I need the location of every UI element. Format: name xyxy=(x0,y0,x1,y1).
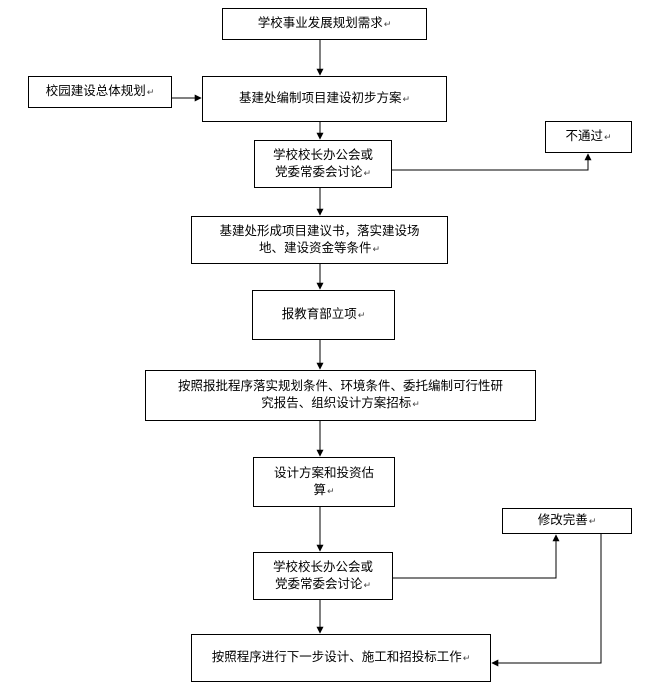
node-meeting-discussion-2: 学校校长办公会或 党委常委会讨论↵ xyxy=(253,552,393,600)
paragraph-mark-icon: ↵ xyxy=(372,244,381,255)
paragraph-mark-icon: ↵ xyxy=(588,517,597,527)
paragraph-mark-icon: ↵ xyxy=(326,486,335,497)
node-revise: 修改完善↵ xyxy=(502,508,632,534)
node-text-line-1: 按照报批程序落实规划条件、环境条件、委托编制可行性研 xyxy=(177,378,503,393)
node-text-line-1: 基建处形成项目建议书，落实建设场 xyxy=(219,222,420,238)
paragraph-mark-icon: ↵ xyxy=(363,168,372,179)
node-text: 修改完善 xyxy=(537,512,588,527)
paragraph-mark-icon: ↵ xyxy=(603,133,612,143)
node-text-line-2: 地、建设资金等条件 xyxy=(258,239,372,255)
paragraph-mark-icon: ↵ xyxy=(462,654,471,664)
node-text-line-2: 党委常委会讨论 xyxy=(274,575,363,591)
node-rejected: 不通过↵ xyxy=(545,121,632,153)
node-text: 学校事业发展规划需求 xyxy=(257,15,383,30)
node-text: 按照程序进行下一步设计、施工和招投标工作 xyxy=(211,649,462,664)
arrow-n4-n5 xyxy=(392,153,592,171)
node-text: 报教育部立项 xyxy=(281,306,357,321)
node-approval-procedures: 按照报批程序落实规划条件、环境条件、委托编制可行性研 究报告、组织设计方案招标↵ xyxy=(145,370,536,421)
paragraph-mark-icon: ↵ xyxy=(363,580,372,591)
node-text-line-1: 学校校长办公会或 xyxy=(272,558,373,574)
node-school-development-needs: 学校事业发展规划需求↵ xyxy=(222,8,427,40)
arrow-n10-n12 xyxy=(491,534,602,667)
paragraph-mark-icon: ↵ xyxy=(357,311,366,321)
node-text-line-2: 究报告、组织设计方案招标 xyxy=(261,395,412,410)
node-text-line-1: 设计方案和投资估 xyxy=(273,464,374,480)
node-campus-master-plan: 校园建设总体规划↵ xyxy=(28,76,172,108)
node-text-line-1: 学校校长办公会或 xyxy=(272,146,373,162)
arrow-n11-n10 xyxy=(393,534,560,579)
paragraph-mark-icon: ↵ xyxy=(383,20,392,30)
node-meeting-discussion-1: 学校校长办公会或 党委常委会讨论↵ xyxy=(254,140,392,188)
node-text: 校园建设总体规划 xyxy=(45,83,146,98)
node-text-line-2: 算 xyxy=(313,481,326,497)
node-text: 不通过 xyxy=(565,128,603,143)
node-preliminary-plan: 基建处编制项目建设初步方案↵ xyxy=(202,76,447,122)
node-text: 基建处编制项目建设初步方案 xyxy=(238,90,402,105)
paragraph-mark-icon: ↵ xyxy=(402,95,411,105)
node-next-steps: 按照程序进行下一步设计、施工和招投标工作↵ xyxy=(191,634,491,682)
paragraph-mark-icon: ↵ xyxy=(412,400,420,410)
paragraph-mark-icon: ↵ xyxy=(146,88,155,98)
node-ministry-approval: 报教育部立项↵ xyxy=(252,290,395,340)
node-text-line-2: 党委常委会讨论 xyxy=(274,163,363,179)
node-design-and-estimate: 设计方案和投资估 算↵ xyxy=(253,457,395,507)
node-project-proposal: 基建处形成项目建议书，落实建设场 地、建设资金等条件↵ xyxy=(191,216,448,264)
